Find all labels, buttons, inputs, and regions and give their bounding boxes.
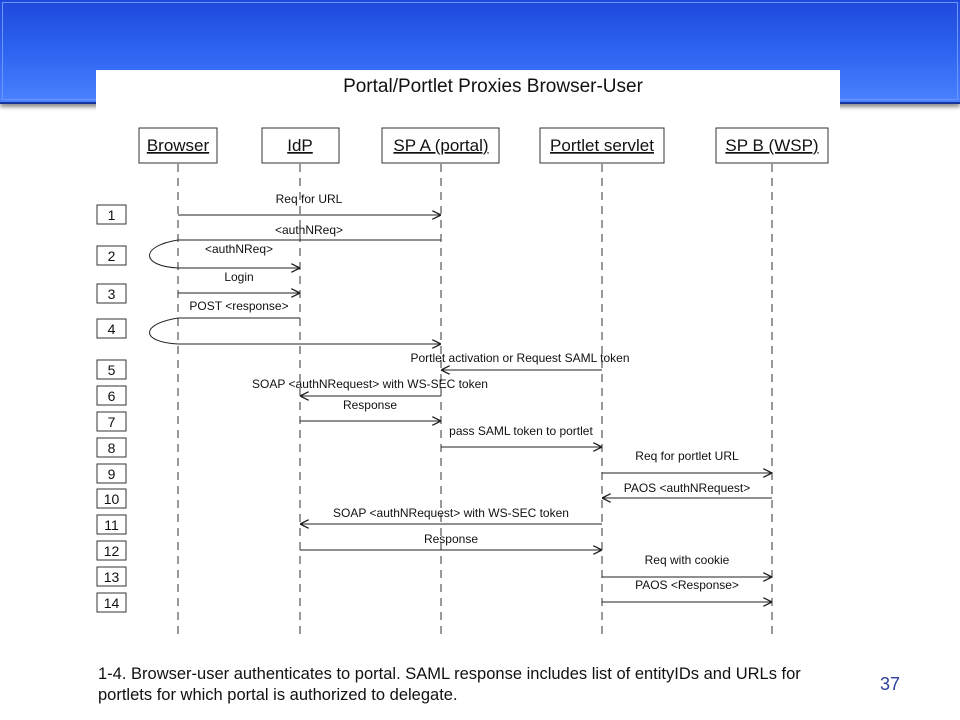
message-label: SOAP <authNRequest> with WS-SEC token <box>252 377 488 391</box>
message-arrow <box>149 239 300 268</box>
message-label: <authNReq> <box>275 223 343 237</box>
step-box: 3 <box>96 283 127 304</box>
svg-text:IdP: IdP <box>287 136 313 155</box>
step-number-boxes: 1 2 3 4 5 6 7 8 9 10 11 12 13 14 <box>96 204 127 613</box>
svg-text:Portlet servlet: Portlet servlet <box>550 136 654 155</box>
message-arrow <box>149 317 441 344</box>
participant-sp-b: SP B (WSP) <box>715 127 829 164</box>
page-number: 37 <box>880 674 901 694</box>
svg-text:9: 9 <box>108 466 116 482</box>
svg-text:SP B (WSP): SP B (WSP) <box>725 136 818 155</box>
svg-text:5: 5 <box>108 362 116 378</box>
svg-text:13: 13 <box>104 569 120 585</box>
participant-browser: Browser <box>138 127 218 164</box>
step-box: 2 <box>96 245 127 266</box>
message-label: Login <box>224 270 253 284</box>
message-label: PAOS <Response> <box>635 578 739 592</box>
svg-text:6: 6 <box>108 388 116 404</box>
svg-text:2: 2 <box>108 248 116 264</box>
step-box: 6 <box>96 385 127 406</box>
message-label: POST <response> <box>189 299 288 313</box>
svg-text:SP A (portal): SP A (portal) <box>393 136 488 155</box>
participant-boxes: Browser IdP SP A (portal) Portlet servle… <box>138 127 829 164</box>
svg-text:7: 7 <box>108 414 116 430</box>
svg-text:4: 4 <box>108 321 116 337</box>
message-label: Req with cookie <box>645 553 730 567</box>
participant-sp-a: SP A (portal) <box>381 127 500 164</box>
message-label: pass SAML token to portlet <box>449 424 593 438</box>
step-box: 10 <box>96 488 127 509</box>
step-box: 12 <box>96 540 127 561</box>
step-box: 5 <box>96 359 127 380</box>
message-label: <authNReq> <box>205 242 273 256</box>
step-box: 1 <box>96 204 127 225</box>
diagram-panel <box>96 70 840 642</box>
step-box: 14 <box>96 592 127 613</box>
participant-portlet-servlet: Portlet servlet <box>539 127 665 164</box>
svg-text:8: 8 <box>108 440 116 456</box>
participant-idp: IdP <box>261 127 340 164</box>
caption-text: 1-4. Browser-user authenticates to porta… <box>98 665 801 704</box>
step-box: 9 <box>96 463 127 484</box>
message-label: Req for portlet URL <box>635 449 739 463</box>
svg-text:10: 10 <box>104 491 120 507</box>
message-label: Req for URL <box>276 192 343 206</box>
svg-text:Browser: Browser <box>147 136 210 155</box>
message-label: PAOS <authNRequest> <box>624 481 751 495</box>
message-label: Response <box>343 398 397 412</box>
svg-text:12: 12 <box>104 543 120 559</box>
message-label: Response <box>424 532 478 546</box>
lifelines <box>177 164 773 636</box>
message-label: SOAP <authNRequest> with WS-SEC token <box>333 506 569 520</box>
step-box: 8 <box>96 437 127 458</box>
svg-text:1: 1 <box>108 207 116 223</box>
message-label: Portlet activation or Request SAML token <box>411 351 630 365</box>
svg-text:11: 11 <box>104 517 119 533</box>
step-box: 4 <box>96 318 127 339</box>
step-box: 13 <box>96 566 127 587</box>
diagram-title: Portal/Portlet Proxies Browser-User <box>343 76 644 97</box>
messages: Req for URL <authNReq> <authNReq> Login … <box>149 192 772 602</box>
step-box: 7 <box>96 411 127 432</box>
svg-text:3: 3 <box>108 286 116 302</box>
step-box: 11 <box>96 514 127 535</box>
svg-text:14: 14 <box>104 595 120 611</box>
